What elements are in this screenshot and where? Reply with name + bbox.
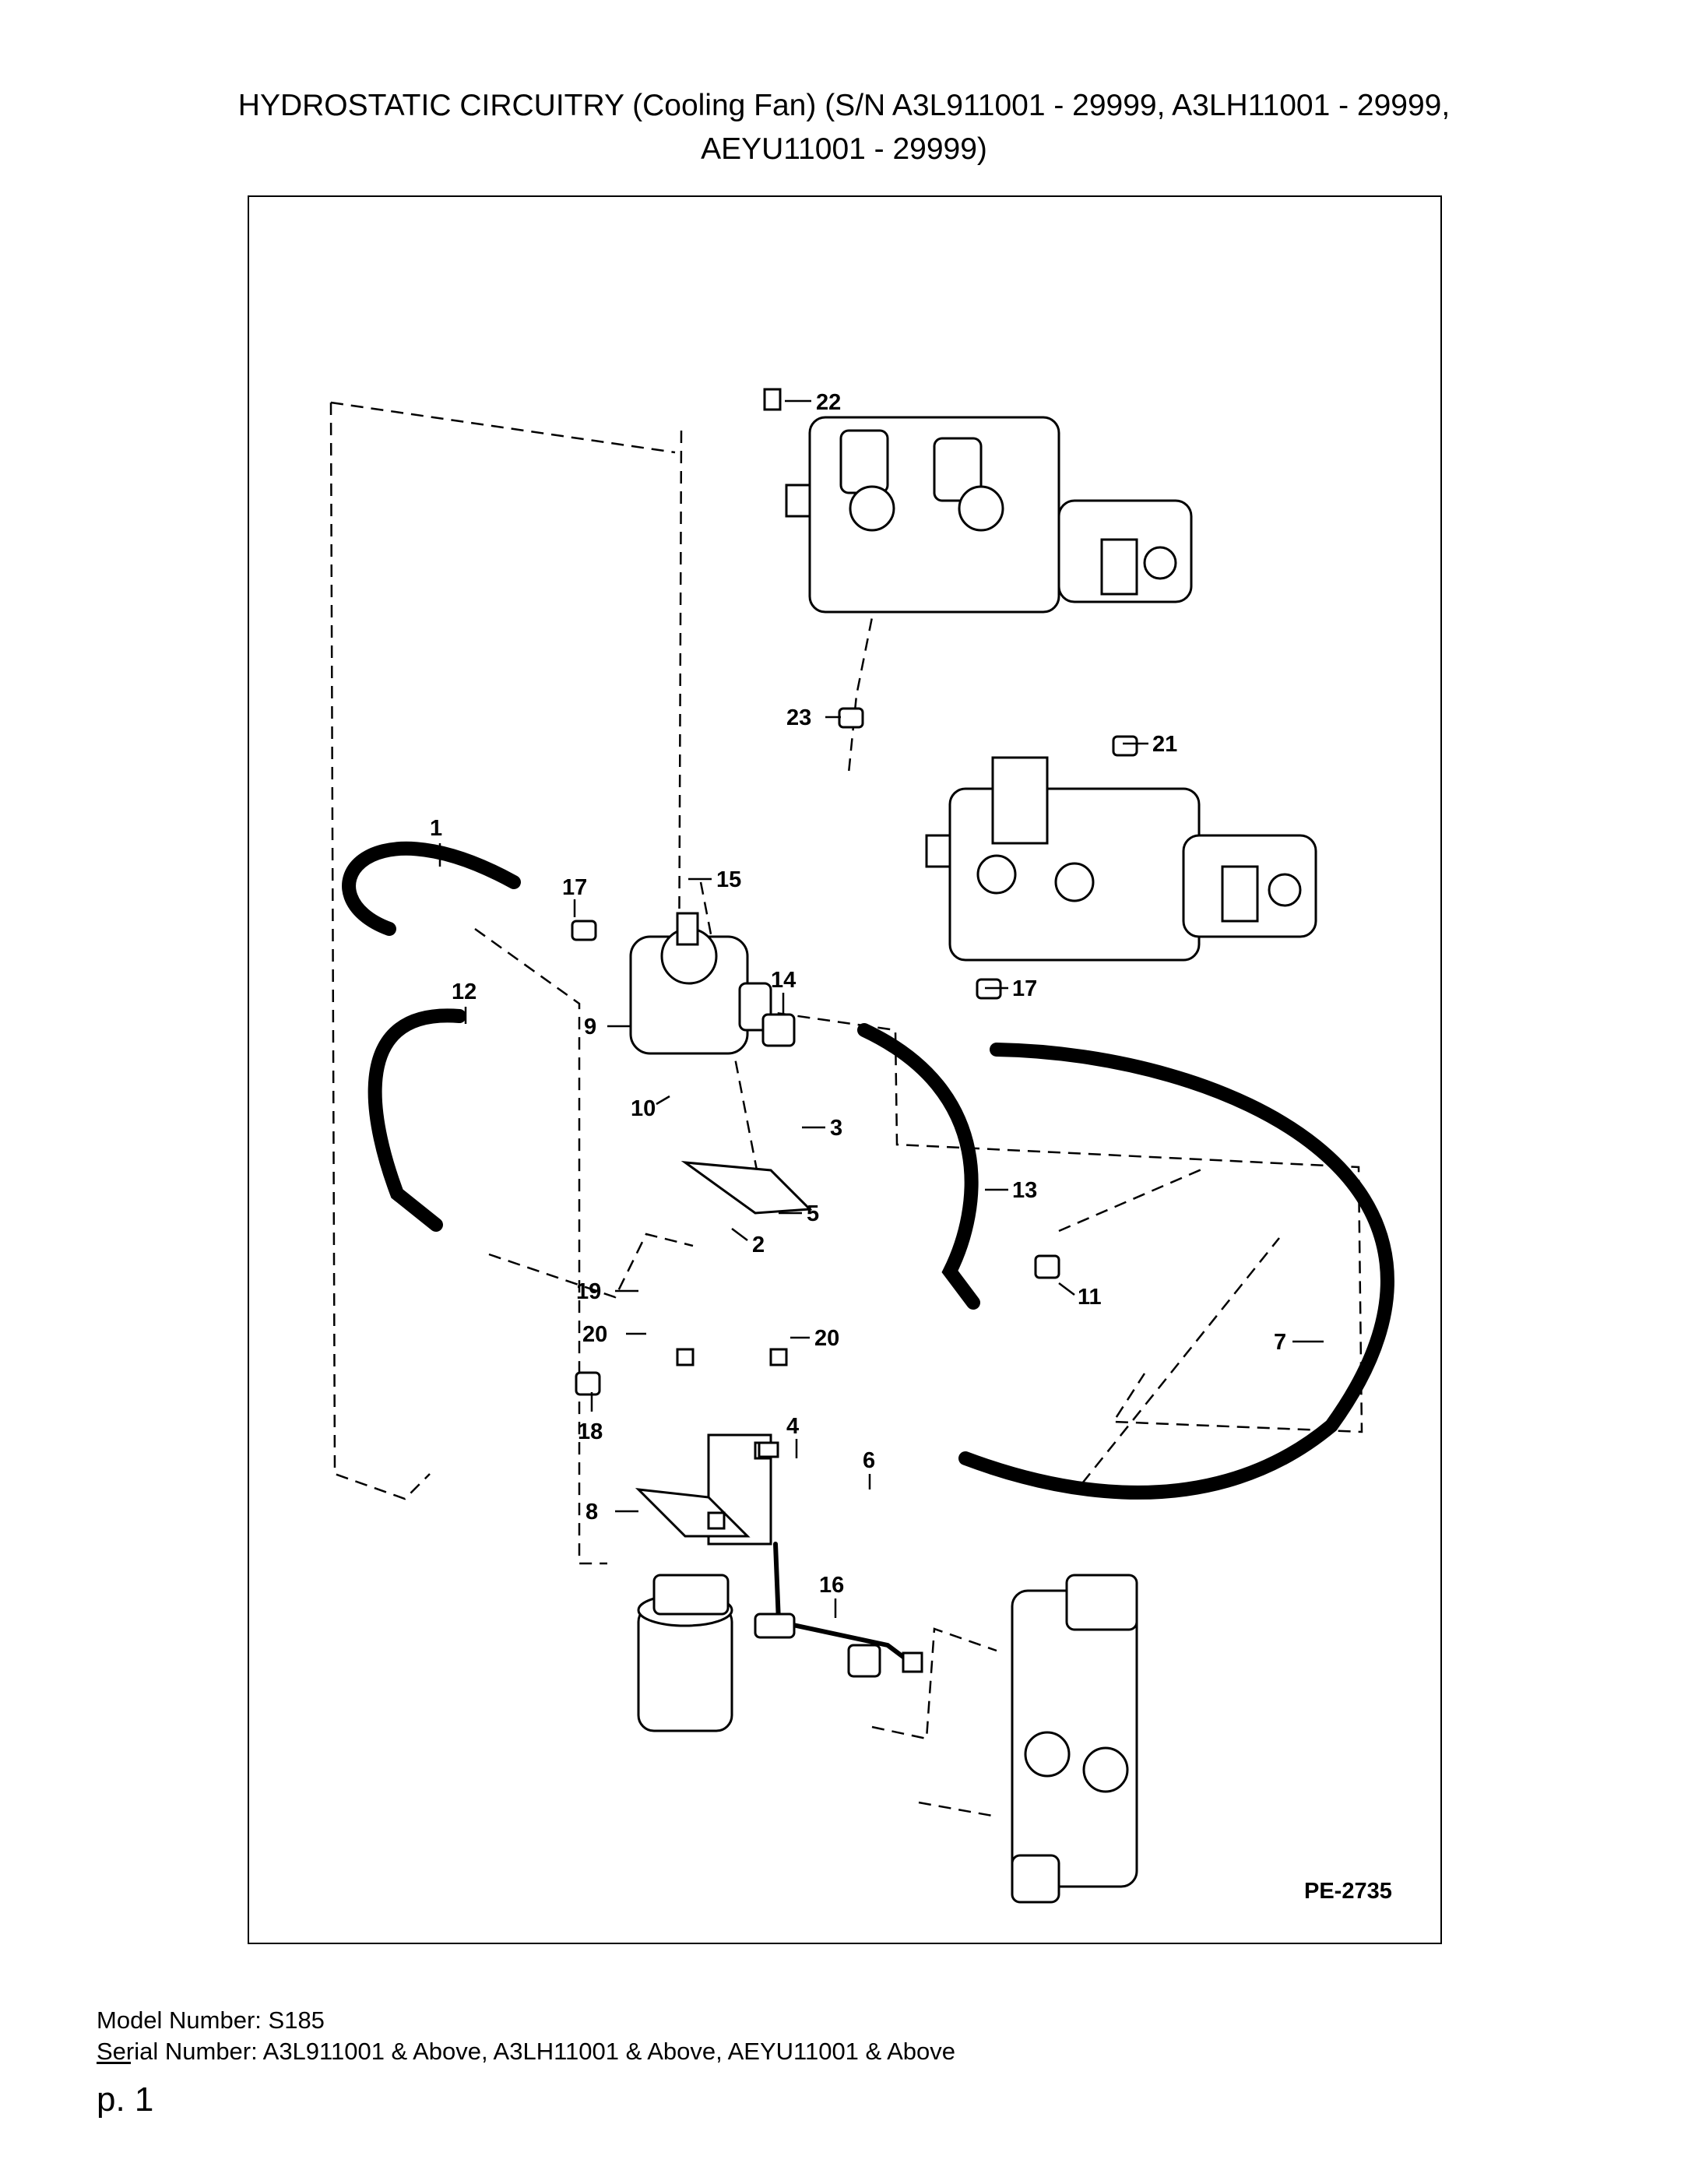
serial-number: Serial Number: A3L911001 & Above, A3LH11… [97,2038,956,2065]
callout-20a: 20 [582,1322,607,1347]
parts-diagram: 22 21 23 1 17 15 14 17 9 12 10 3 13 5 2 … [329,388,1394,1904]
callout-23: 23 [786,705,811,730]
hydrostatic-pump-middle [925,756,1317,962]
callout-17a: 17 [562,875,587,900]
callout-10: 10 [631,1096,656,1121]
dashed-leader-13 [1058,1166,1208,1233]
callout-13: 13 [1012,1178,1037,1203]
leader-2 [731,1228,748,1241]
page-rule [97,2062,131,2064]
figure-code: PE-2735 [1304,1879,1392,1904]
callout-14: 14 [771,968,796,993]
page-number: p. 1 [97,2080,154,2119]
dashed-leader-16 [918,1801,997,1818]
hose-13 [857,1023,980,1310]
callout-18: 18 [578,1419,603,1444]
callout-19: 19 [576,1279,601,1304]
dashed-leader-6 [871,1627,997,1740]
callout-11: 11 [1078,1285,1102,1310]
callout-6: 6 [863,1448,875,1473]
hose-12 [367,1008,466,1232]
model-number: Model Number: S185 [97,2006,325,2034]
oil-filter [637,1574,733,1732]
hose-1 [342,841,521,936]
hydrostatic-pump-top [785,416,1193,614]
callout-22: 22 [816,390,841,415]
callout-20b: 20 [814,1326,839,1351]
leader-10 [656,1095,670,1106]
fan-motor [629,912,772,1055]
leader-11 [1058,1282,1075,1296]
callout-16: 16 [819,1573,844,1598]
dashed-leader-12 [488,1233,694,1299]
callout-4: 4 [786,1414,799,1439]
callout-3: 3 [830,1116,842,1141]
hose-7 [958,1043,1394,1500]
callout-12: 12 [452,979,477,1004]
bracket-plate [680,1161,813,1215]
callout-8: 8 [586,1500,598,1525]
page-title: HYDROSTATIC CIRCUITRY (Cooling Fan) (S/N… [0,84,1688,171]
diagram-frame: 22 21 23 1 17 15 14 17 9 12 10 3 13 5 2 … [248,195,1442,1944]
tube-16 [773,1542,921,1671]
callout-9: 9 [584,1015,596,1039]
title-line-2: AEYU11001 - 29999) [701,132,987,166]
control-valve [1011,1574,1138,1904]
callout-2: 2 [752,1233,765,1257]
title-line-1: HYDROSTATIC CIRCUITRY (Cooling Fan) (S/N… [237,89,1451,122]
callout-17b: 17 [1012,976,1037,1001]
callout-21: 21 [1152,732,1177,757]
dashed-left-line [330,401,676,454]
dashed-leader-9 [474,927,607,1565]
callout-7: 7 [1274,1330,1286,1355]
mounting-bracket [635,1433,772,1546]
callout-1: 1 [430,816,442,841]
dashed-left-vertical [329,402,431,1500]
dashed-leader-7 [1081,1237,1280,1484]
fittings [571,388,1138,1678]
callout-5: 5 [807,1201,819,1226]
callout-15: 15 [716,867,741,892]
